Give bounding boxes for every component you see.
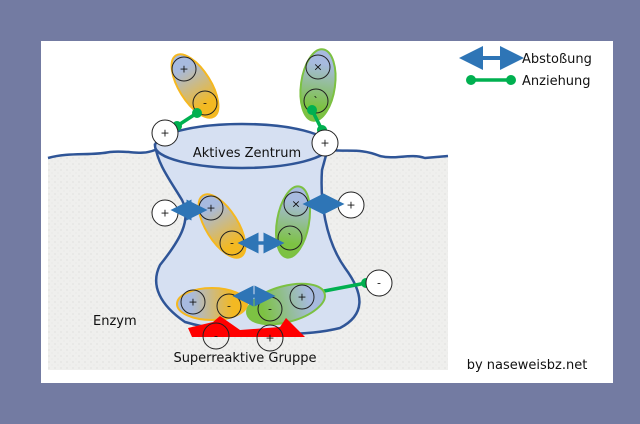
svg-text:+: +	[265, 332, 274, 345]
charge-symbol: -	[268, 303, 272, 316]
charge-plus	[171, 56, 197, 82]
ion-minus: -	[202, 322, 230, 350]
svg-text:+: +	[160, 127, 169, 140]
svg-text:+: +	[160, 207, 169, 220]
ion-minus: -	[365, 269, 393, 297]
ion-plus: +	[337, 191, 365, 219]
svg-text:-: -	[377, 277, 381, 290]
ion-plus: +	[311, 129, 339, 157]
charge-symbol: ×	[291, 198, 300, 211]
charge-symbol: +	[206, 202, 215, 215]
charge-symbol: -	[227, 300, 231, 313]
surface-line	[47, 148, 449, 160]
active-site-label: Aktives Zentrum	[193, 146, 301, 161]
charge-symbol: +	[188, 296, 197, 309]
svg-text:+: +	[346, 199, 355, 212]
charge-symbol: ×	[313, 61, 322, 74]
credit: by naseweisbz.net	[467, 358, 588, 373]
orange-molecule	[170, 53, 220, 119]
super-reactive-label: Superreaktive Gruppe	[173, 351, 316, 366]
charge-symbol: +	[179, 63, 188, 76]
charge-symbol: `	[287, 232, 293, 245]
orange-molecule	[197, 193, 247, 259]
legend-attraction-label: Anziehung	[522, 74, 591, 89]
ion-plus: +	[151, 199, 179, 227]
legend-repulsion-label: Abstoßung	[522, 52, 592, 67]
charge-symbol: -	[203, 97, 207, 110]
green-molecule	[299, 48, 337, 122]
charge-minus	[192, 90, 218, 116]
super-reactive-group	[188, 316, 305, 337]
charge-plus	[289, 284, 315, 310]
charge-symbol: `	[313, 95, 319, 108]
charge-cross	[305, 54, 331, 80]
ion-plus: +	[256, 324, 284, 352]
svg-text:+: +	[320, 137, 329, 150]
enzyme-label: Enzym	[93, 314, 137, 329]
repulsion-arrows	[170, 193, 345, 307]
charge-symbol: +	[297, 291, 306, 304]
ion-plus: +	[151, 119, 179, 147]
charge-plus	[180, 289, 206, 315]
legend-attraction-icon	[466, 75, 516, 85]
charge-symbol: -	[230, 237, 234, 250]
svg-text:-: -	[214, 330, 218, 343]
